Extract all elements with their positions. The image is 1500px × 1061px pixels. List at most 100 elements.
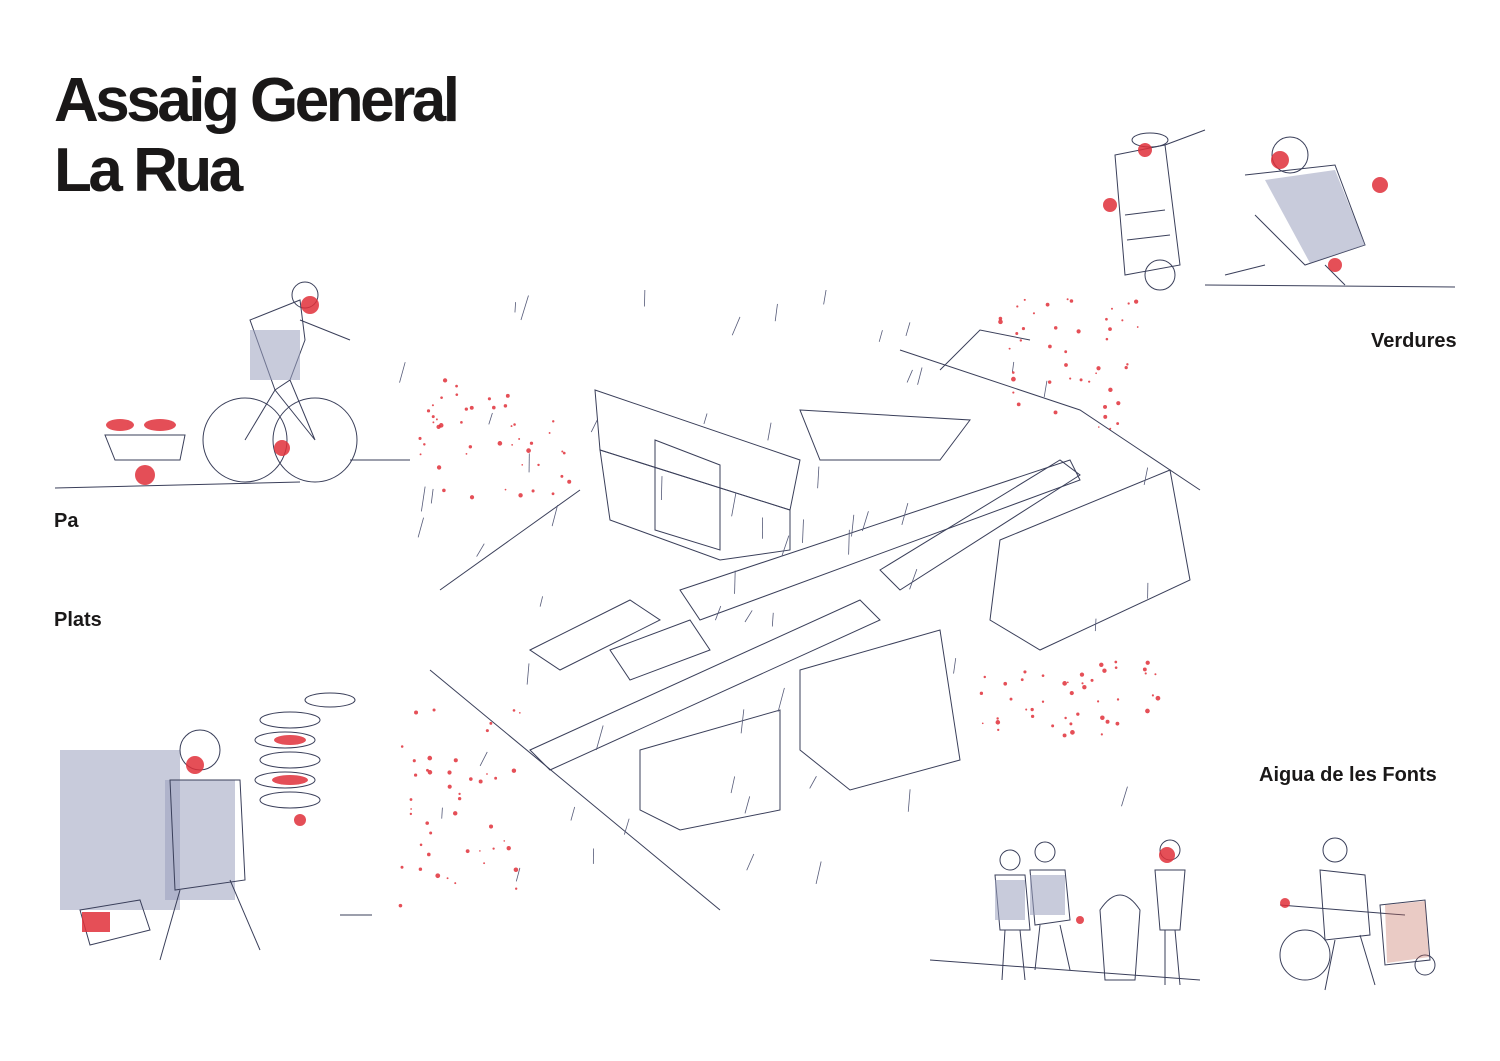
hatch-stroke [1012, 361, 1015, 373]
red-speckle [455, 384, 458, 388]
red-speckle [1100, 715, 1105, 721]
red-speckle [1064, 350, 1068, 354]
red-speckle [1126, 363, 1129, 366]
hatch-stroke [767, 422, 772, 441]
red-speckle [1062, 681, 1067, 686]
red-speckle [1108, 387, 1113, 393]
red-speckle [1062, 733, 1067, 738]
hatch-stroke [730, 776, 736, 794]
red-speckle [1109, 427, 1112, 430]
red-speckle [1025, 708, 1028, 711]
label-pa: Pa [54, 510, 79, 532]
red-speckle [1030, 707, 1034, 712]
red-speckle [418, 867, 423, 871]
red-speckle [518, 711, 521, 714]
red-speckle [510, 425, 513, 428]
red-speckle [419, 843, 423, 847]
red-speckle [518, 493, 523, 498]
red-speckle [492, 405, 496, 410]
red-speckle [460, 421, 463, 424]
hatch-stroke [777, 687, 785, 712]
red-speckle [497, 441, 503, 446]
red-speckle [412, 759, 416, 763]
red-speckle [512, 709, 516, 712]
red-speckle [511, 443, 514, 446]
hatch-stroke [917, 367, 923, 385]
red-speckle [464, 407, 468, 411]
red-speckle [1096, 700, 1100, 703]
red-speckle [452, 811, 458, 816]
red-speckle [442, 488, 446, 493]
red-speckle [492, 847, 495, 850]
hatch-stroke [809, 776, 817, 789]
hatch-stroke [815, 861, 822, 885]
title-line-1: Assaig General [54, 66, 460, 135]
red-speckle [1009, 697, 1013, 701]
hatch-stroke [715, 605, 722, 621]
fountain-people-sketch [930, 839, 1201, 986]
red-speckle [1136, 326, 1139, 328]
red-speckle [1124, 365, 1128, 370]
red-speckle [1097, 426, 1100, 428]
red-speckle [1045, 302, 1050, 307]
red-speckle [518, 438, 521, 440]
red-speckle [1105, 719, 1110, 724]
red-speckle [1015, 332, 1019, 335]
red-speckle [515, 887, 518, 890]
red-speckle [447, 784, 452, 789]
red-speckle [489, 721, 493, 725]
hatch-stroke [848, 529, 850, 555]
red-speckle [1151, 694, 1154, 697]
hatch-stroke [703, 413, 708, 425]
red-speckle [1008, 347, 1011, 350]
plates-waiter-sketch [60, 692, 372, 961]
red-speckle [979, 691, 984, 696]
red-speckle [1099, 662, 1104, 668]
hatch-stroke [399, 362, 406, 383]
red-speckle [1023, 670, 1027, 674]
red-speckle [1114, 666, 1118, 669]
hatch-stroke [479, 751, 488, 767]
red-speckle [1020, 678, 1024, 682]
red-speckle [1116, 401, 1121, 406]
red-speckle [1114, 660, 1118, 664]
red-speckle [469, 777, 473, 781]
red-speckle [427, 755, 433, 761]
hatch-stroke [1143, 467, 1149, 486]
red-speckle [438, 423, 444, 428]
red-speckle [1127, 302, 1130, 305]
red-speckle [1090, 678, 1094, 682]
red-speckle [453, 758, 458, 763]
red-speckle [548, 432, 551, 434]
red-speckle [413, 773, 418, 777]
red-speckle [426, 409, 431, 413]
hatch-stroke [734, 570, 736, 594]
hatch-stroke [802, 519, 804, 543]
red-speckle [432, 708, 436, 712]
label-verdures: Verdures [1371, 330, 1457, 352]
hatch-stroke [526, 663, 530, 685]
red-speckle [504, 488, 507, 491]
red-speckle [1115, 721, 1120, 726]
red-speckle [511, 768, 517, 773]
hatch-stroke [623, 818, 630, 835]
hatch-stroke [878, 330, 883, 342]
red-speckle [1021, 327, 1026, 331]
hatch-stroke [520, 295, 529, 321]
water-cart-sketch [1279, 837, 1436, 991]
red-speckle [1070, 730, 1075, 735]
hatch-stroke [771, 612, 774, 627]
red-speckle [455, 393, 459, 396]
red-speckle [488, 824, 494, 829]
red-speckle [1079, 672, 1085, 677]
red-speckle [1003, 681, 1008, 686]
hatch-stroke [1121, 786, 1128, 807]
red-speckle [1066, 681, 1069, 684]
red-speckle [505, 393, 510, 398]
red-speckle [431, 404, 434, 407]
hatch-stroke [774, 303, 778, 322]
red-speckle [465, 849, 470, 854]
hatch-stroke [744, 610, 753, 623]
red-speckle [1082, 685, 1087, 690]
red-speckle [1081, 682, 1084, 685]
